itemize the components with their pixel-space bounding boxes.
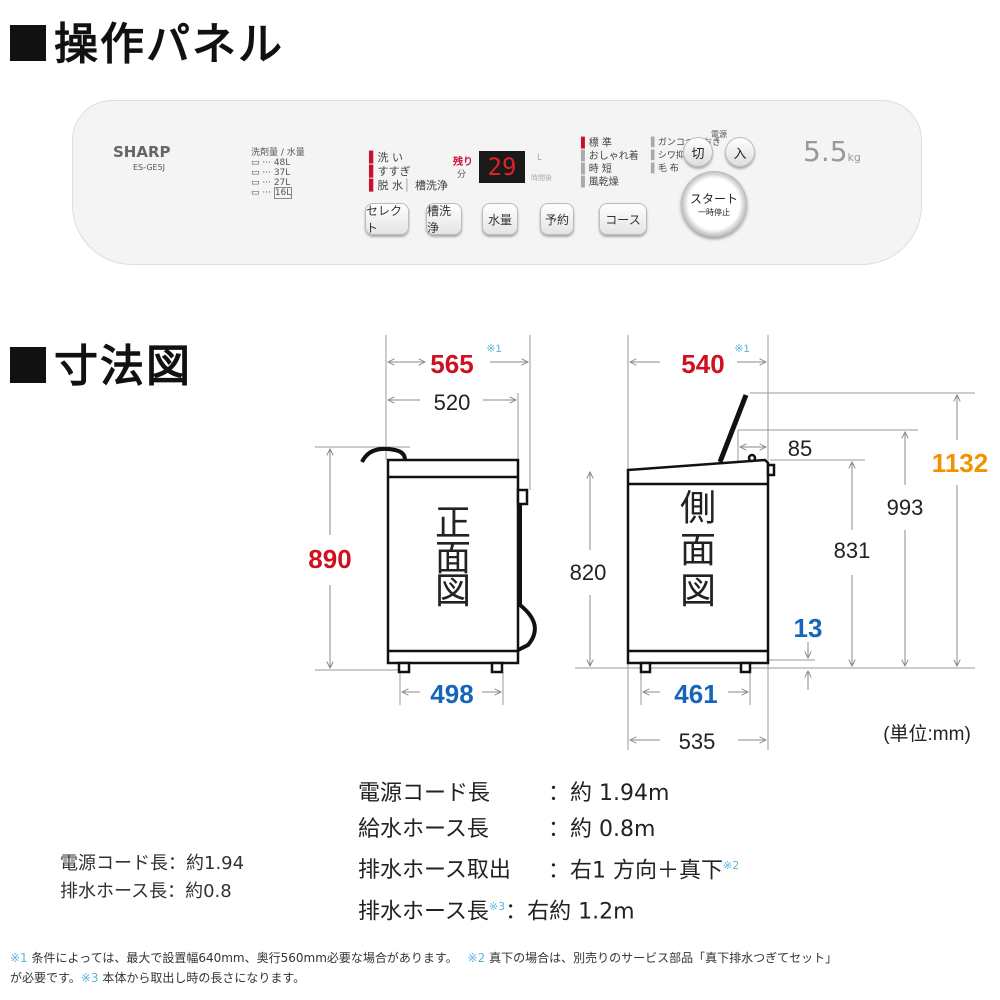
water-level: ▭ ··· 37L xyxy=(251,168,291,178)
power-on-button[interactable]: 入 xyxy=(725,137,755,167)
spec-list-small: 電源コード長：約1.94 排水ホース長：約0.8 xyxy=(60,850,272,906)
svg-text:側: 側 xyxy=(680,487,716,528)
foot-depth-461: 461 xyxy=(674,679,717,709)
clearance-13: 13 xyxy=(794,613,823,643)
spec-row: 給水ホース長：約 0.8m xyxy=(358,817,656,842)
spec-small-row: 排水ホース長：約0.8 xyxy=(60,881,232,902)
wash-indicator: 洗 い xyxy=(377,151,403,164)
side-view-label: 側面図 xyxy=(680,487,716,611)
water-level: ▭ ··· 16L xyxy=(251,187,293,199)
svg-text:図: 図 xyxy=(435,570,471,611)
unit-label: (単位:mm) xyxy=(883,723,971,745)
course-list: ▌標 準 ▌おしゃれ着 ▌時 短 ▌風乾燥 xyxy=(581,138,639,188)
dimension-diagram: 565 ※1 520 890 498 540 ※1 85 820 831 993… xyxy=(308,335,988,754)
height-831: 831 xyxy=(834,538,871,563)
front-view-machine xyxy=(360,446,537,674)
process-indicators: ▌洗 い ▌すすぎ ▌脱 水 ▏槽洗浄 xyxy=(369,151,448,192)
select-button[interactable]: セレクト xyxy=(365,203,409,235)
time-display: 29 xyxy=(479,151,525,183)
tub-clean-indicator: 槽洗浄 xyxy=(414,179,448,192)
height-890: 890 xyxy=(308,544,351,574)
depth-535: 535 xyxy=(679,729,716,754)
spin-indicator: 脱 水 xyxy=(377,179,403,192)
height-1132: 1132 xyxy=(932,448,988,478)
lid xyxy=(717,394,749,463)
brand-logo: SHARP xyxy=(113,143,171,161)
svg-text:面: 面 xyxy=(435,537,471,578)
svg-text:面: 面 xyxy=(680,529,716,570)
foot-width-498: 498 xyxy=(430,679,473,709)
capacity-label: 5.5kg xyxy=(803,135,861,168)
hours-later-label: 時間後 xyxy=(531,174,552,182)
depth-540: 540 xyxy=(681,349,724,379)
control-panel: SHARP ES-GE5J 洗剤量 / 水量 ▭ ··· 48L ▭ ··· 3… xyxy=(72,100,922,265)
water-header: 洗剤量 / 水量 xyxy=(251,148,305,158)
spec-list: 電源コード長：約 1.94m 給水ホース長：約 0.8m 排水ホース取出：右1 … xyxy=(358,776,739,931)
width-520: 520 xyxy=(434,390,471,415)
front-view-label: 正面図 xyxy=(435,502,471,611)
model-name: ES-GE5J xyxy=(133,163,166,172)
rinse-indicator: すすぎ xyxy=(377,165,411,178)
start-pause-button[interactable]: スタート一時停止 xyxy=(681,171,747,237)
power-label: 電源 xyxy=(711,130,727,139)
water-level-button[interactable]: 水量 xyxy=(482,203,518,235)
tub-clean-button[interactable]: 槽洗浄 xyxy=(426,203,462,235)
side-view-machine xyxy=(626,394,776,674)
liter-label: L xyxy=(537,153,543,163)
dimension-arrows xyxy=(330,362,957,740)
height-820: 820 xyxy=(570,560,607,585)
spec-row: 排水ホース長※3：右約 1.2m xyxy=(358,899,635,925)
footnotes: ※1 条件によっては、最大で設置幅640mm、奥行560mm必要な場合があります… xyxy=(10,951,838,985)
minutes-label: 分 xyxy=(457,170,467,180)
note-mark: ※1 xyxy=(486,343,501,355)
depth-85: 85 xyxy=(788,436,812,461)
water-level-list: 洗剤量 / 水量 ▭ ··· 48L ▭ ··· 37L ▭ ··· 27L ▭… xyxy=(251,145,305,199)
spec-small-row: 電源コード長：約1.94 xyxy=(60,853,245,874)
svg-text:正: 正 xyxy=(435,502,471,543)
power-off-button[interactable]: 切 xyxy=(683,137,713,167)
spec-row: 電源コード長：約 1.94m xyxy=(358,781,670,806)
course-button[interactable]: コース xyxy=(599,203,647,235)
dims-section-title: 寸法図 xyxy=(10,330,192,394)
note-mark: ※1 xyxy=(734,343,749,355)
panel-section-title: 操作パネル xyxy=(10,8,284,72)
timer-button[interactable]: 予約 xyxy=(540,203,574,235)
width-565: 565 xyxy=(430,349,473,379)
water-level: ▭ ··· 27L xyxy=(251,178,291,188)
svg-text:図: 図 xyxy=(680,570,716,611)
power-cord xyxy=(360,446,407,463)
spec-row: 排水ホース取出：右1 方向＋真下※2 xyxy=(358,858,740,884)
height-993: 993 xyxy=(887,495,924,520)
drain-hose xyxy=(517,490,537,652)
remaining-label: 残り xyxy=(453,157,473,168)
water-level: ▭ ··· 48L xyxy=(251,158,291,168)
